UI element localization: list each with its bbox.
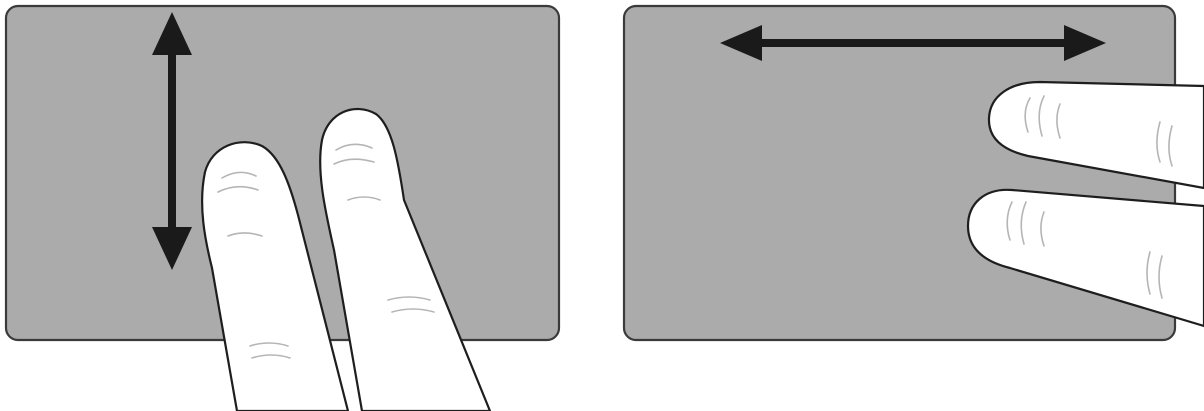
vertical-scroll-panel <box>6 6 559 411</box>
horizontal-scroll-panel <box>624 6 1204 340</box>
